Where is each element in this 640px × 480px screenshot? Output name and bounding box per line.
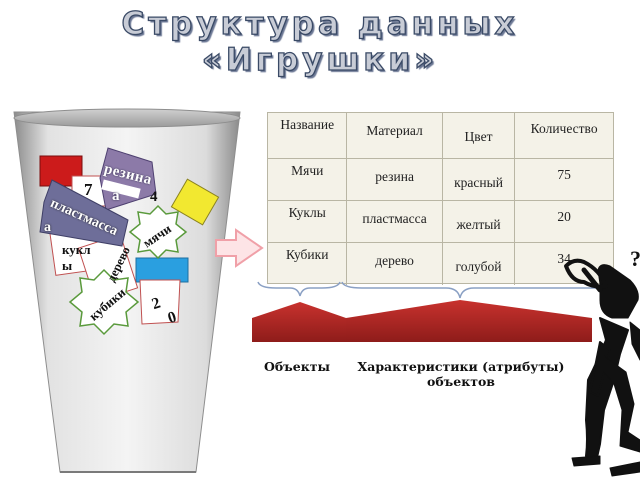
tag-twenty [139, 279, 181, 325]
table-cell: 75 [514, 158, 613, 201]
label-seven-text: 7 [84, 180, 93, 199]
header-material: Материал [346, 113, 443, 159]
caption-attributes: Характеристики (атрибуты) объектов [357, 359, 565, 389]
table-cell: Кубики [286, 246, 329, 262]
bar-objects [252, 302, 346, 342]
table-row: Мячи резина красный 75 [268, 158, 613, 201]
label-dolls-tail: ы [62, 258, 73, 273]
label-rubber-tail: а [112, 188, 120, 204]
header-quantity: Количество [514, 113, 613, 159]
table-row: Куклы пластмасса желтый 20 [268, 200, 613, 243]
label-dolls: кукл [62, 242, 91, 257]
table-cell: пластмасса [346, 200, 443, 243]
purple-tag-rubber [99, 147, 157, 211]
label-plastic-tail: а [44, 220, 51, 235]
yellow-block [170, 178, 220, 226]
header-color: Цвет [441, 113, 515, 159]
table-cell: резина [346, 158, 443, 201]
table-cell: Куклы [268, 200, 347, 243]
label-partial: 4 [150, 189, 158, 205]
caption-objects: Объекты [263, 359, 331, 374]
star-balls [128, 204, 188, 260]
table-cell: 20 [514, 200, 613, 243]
bracket-objects [257, 281, 341, 297]
table-cell: голубой [441, 242, 515, 285]
table-row: Кубики дерево голубой 34 [268, 242, 613, 285]
white-strip [101, 179, 141, 199]
question-mark: ? [630, 246, 640, 271]
data-table: Название Материал Цвет Количество Мячи р… [268, 113, 613, 285]
bar-attributes [346, 300, 592, 342]
table-cell: красный [441, 158, 515, 201]
header-name: Название [268, 113, 347, 159]
data-table-container: Название Материал Цвет Количество Мячи р… [267, 112, 614, 285]
table-cell: Мячи [268, 158, 347, 201]
table-cell: желтый [441, 200, 515, 243]
page-title: Структура данных «Игрушки» [121, 5, 519, 78]
table-cell: 34 [514, 242, 613, 285]
star-cubes [68, 268, 140, 336]
purple-tag-plastic [39, 179, 129, 247]
table-header-row: Название Материал Цвет Количество [268, 113, 613, 159]
table-cell: дерево [346, 242, 443, 285]
